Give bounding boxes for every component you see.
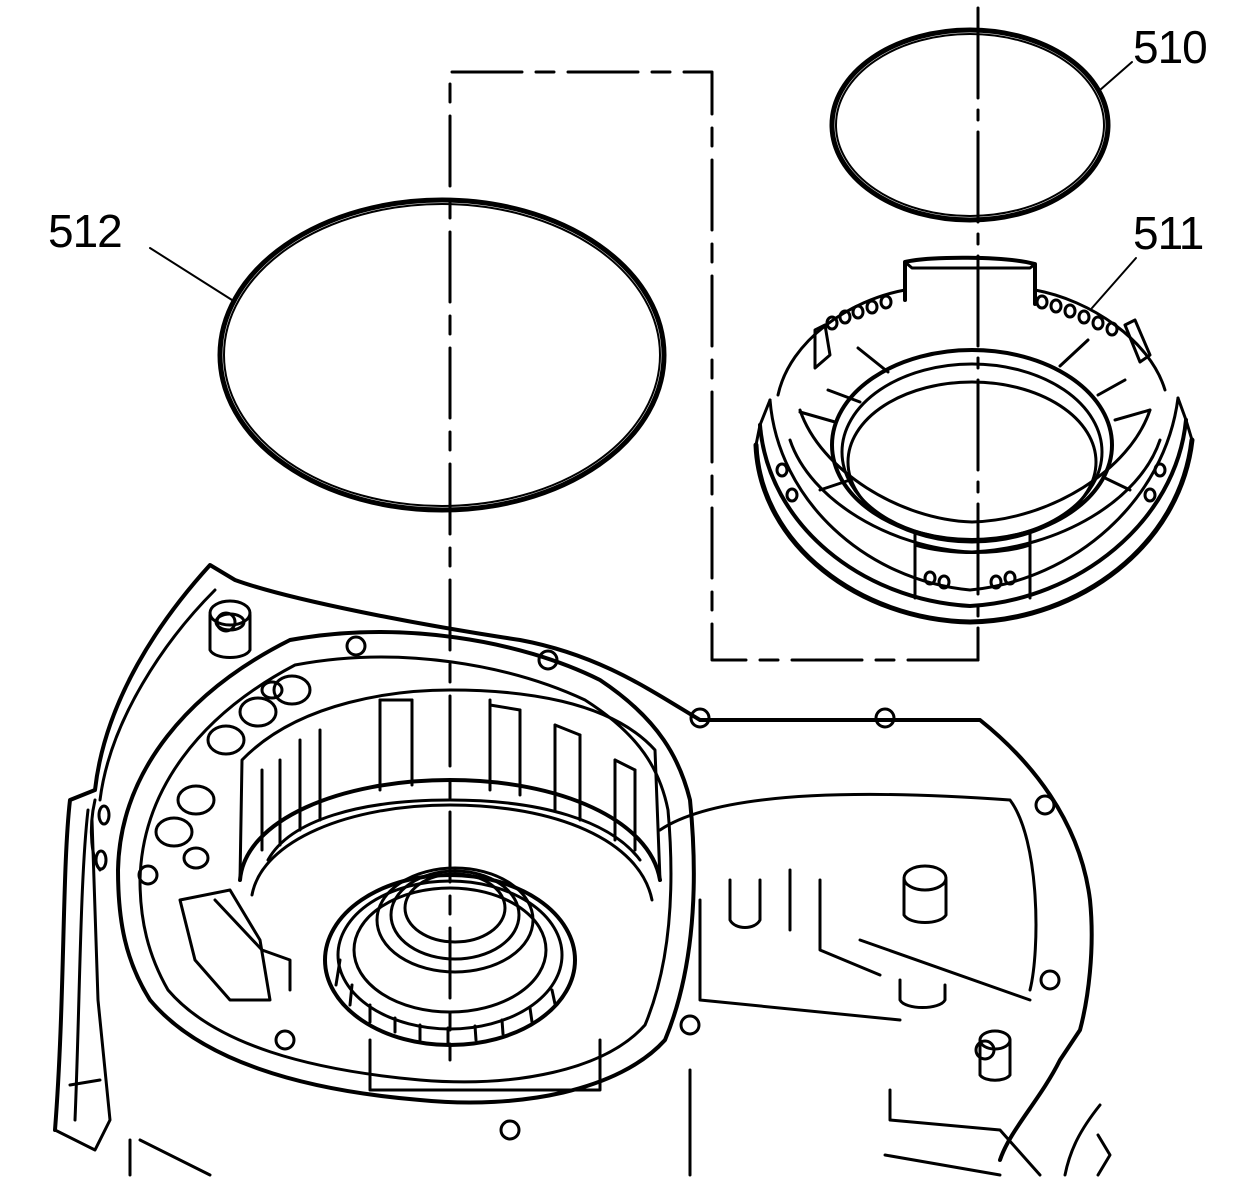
callout-512: 512	[48, 205, 123, 257]
transmission-case	[53, 563, 1112, 1177]
piston-511	[753, 255, 1195, 625]
leader-lines	[149, 61, 1137, 309]
assembly-centerline	[448, 6, 980, 1062]
callout-510: 510	[1133, 21, 1208, 73]
seal-510-ring	[829, 27, 1111, 223]
seal-512-ring	[217, 197, 667, 513]
callout-511: 511	[1133, 207, 1204, 259]
